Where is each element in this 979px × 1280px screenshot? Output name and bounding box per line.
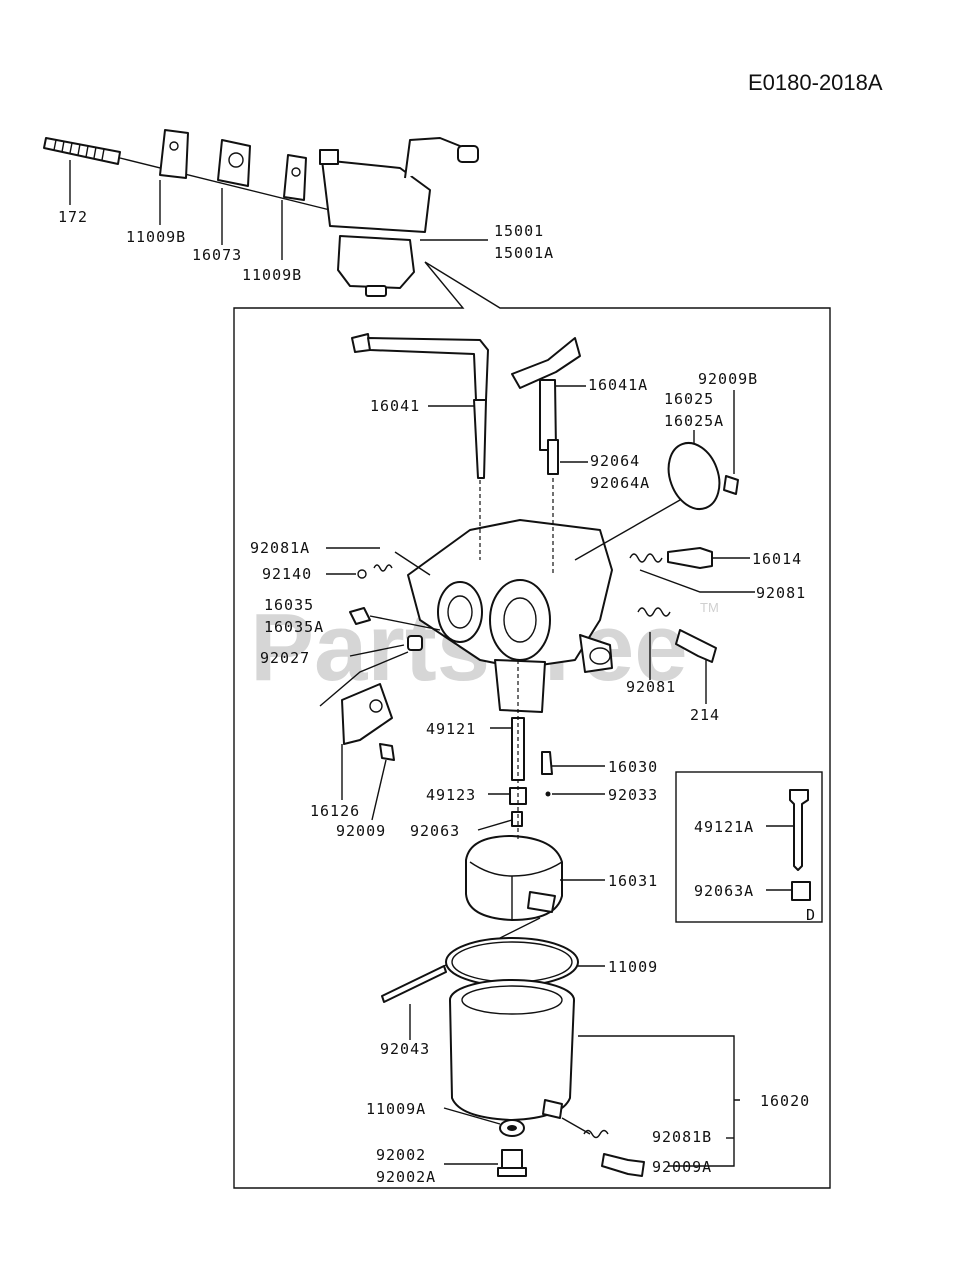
screw-16035[interactable] (349, 607, 371, 625)
float-bowl-16020[interactable] (449, 979, 575, 1121)
clip-92033[interactable] (545, 791, 551, 797)
spring-92081B[interactable] (583, 1129, 609, 1139)
label-92002A[interactable]: 92002A (376, 1168, 436, 1186)
label-49121A[interactable]: 49121A (694, 818, 754, 836)
screw-92009A[interactable] (601, 1153, 645, 1177)
label-92081A[interactable]: 92081A (250, 539, 310, 557)
detail-box-letter: D (806, 906, 816, 924)
gasket-11009B-b[interactable] (283, 154, 307, 201)
gasket-11009B-a[interactable] (159, 129, 189, 179)
label-11009A[interactable]: 11009A (366, 1100, 426, 1118)
label-92002[interactable]: 92002 (376, 1146, 426, 1164)
label-92009[interactable]: 92009 (336, 822, 386, 840)
spring-92081A[interactable] (373, 564, 393, 572)
screw-214[interactable] (675, 629, 717, 663)
label-92009B[interactable]: 92009B (698, 370, 758, 388)
label-11009B-b[interactable]: 11009B (242, 266, 302, 284)
carburetor-assembly-15001[interactable] (319, 137, 479, 297)
label-15001A[interactable]: 15001A (494, 244, 554, 262)
label-92063A[interactable]: 92063A (694, 882, 754, 900)
label-16025[interactable]: 16025 (664, 390, 714, 408)
label-16041[interactable]: 16041 (370, 397, 420, 415)
pin-92043[interactable] (381, 965, 447, 1003)
label-92043[interactable]: 92043 (380, 1040, 430, 1058)
label-92081-b[interactable]: 92081 (626, 678, 676, 696)
label-92064[interactable]: 92064 (590, 452, 640, 470)
part-labels: 172 11009B 16073 11009B 15001 15001A 160… (58, 208, 810, 1186)
label-214[interactable]: 214 (690, 706, 720, 724)
screw-92009B[interactable] (723, 475, 739, 495)
label-16041A[interactable]: 16041A (588, 376, 648, 394)
label-16126[interactable]: 16126 (310, 802, 360, 820)
label-16031[interactable]: 16031 (608, 872, 658, 890)
carburetor-body (407, 519, 613, 713)
screw-16014[interactable] (667, 547, 713, 569)
label-15001[interactable]: 15001 (494, 222, 544, 240)
throttle-plate-16025[interactable] (660, 436, 728, 516)
float-16031[interactable] (465, 835, 563, 921)
label-49123[interactable]: 49123 (426, 786, 476, 804)
screw-92009[interactable] (379, 743, 395, 761)
insulator-16073[interactable] (217, 139, 251, 187)
label-92009A[interactable]: 92009A (652, 1158, 712, 1176)
label-16020[interactable]: 16020 (760, 1092, 810, 1110)
label-16035[interactable]: 16035 (264, 596, 314, 614)
bolt-92002[interactable] (497, 1149, 527, 1177)
label-16073[interactable]: 16073 (192, 246, 242, 264)
label-92027[interactable]: 92027 (260, 649, 310, 667)
label-92033[interactable]: 92033 (608, 786, 658, 804)
stud-172[interactable] (43, 137, 121, 165)
detail-box-d: D (675, 771, 823, 924)
plug-92027[interactable] (407, 635, 423, 651)
label-49121[interactable]: 49121 (426, 720, 476, 738)
diagram-code: E0180-2018A (748, 70, 883, 95)
nozzle-49121[interactable] (511, 717, 525, 781)
label-92064A[interactable]: 92064A (590, 474, 650, 492)
choke-lever-16041[interactable] (351, 333, 489, 479)
spring-92081-b[interactable] (637, 607, 671, 617)
washer-92063[interactable] (511, 811, 523, 827)
pin-16030[interactable] (541, 751, 553, 775)
label-16014[interactable]: 16014 (752, 550, 802, 568)
gasket-11009[interactable] (445, 937, 579, 987)
plate-16126[interactable] (341, 683, 393, 745)
label-92081-a[interactable]: 92081 (756, 584, 806, 602)
label-11009B-a[interactable]: 11009B (126, 228, 186, 246)
nozzle-49121A[interactable] (789, 789, 809, 871)
label-16035A[interactable]: 16035A (264, 618, 324, 636)
label-92063[interactable]: 92063 (410, 822, 460, 840)
label-92140[interactable]: 92140 (262, 565, 312, 583)
label-172[interactable]: 172 (58, 208, 88, 226)
label-11009[interactable]: 11009 (608, 958, 658, 976)
watermark-trademark: TM (700, 600, 719, 615)
washer-92063A[interactable] (791, 881, 811, 901)
screw-92064[interactable] (547, 439, 559, 475)
label-92081B[interactable]: 92081B (652, 1128, 712, 1146)
spring-92081-a[interactable] (629, 553, 663, 563)
top-assembly (43, 129, 479, 297)
label-16030[interactable]: 16030 (608, 758, 658, 776)
label-16025A[interactable]: 16025A (664, 412, 724, 430)
throttle-lever-16041A[interactable] (511, 337, 581, 451)
ball-92140[interactable] (357, 569, 367, 579)
